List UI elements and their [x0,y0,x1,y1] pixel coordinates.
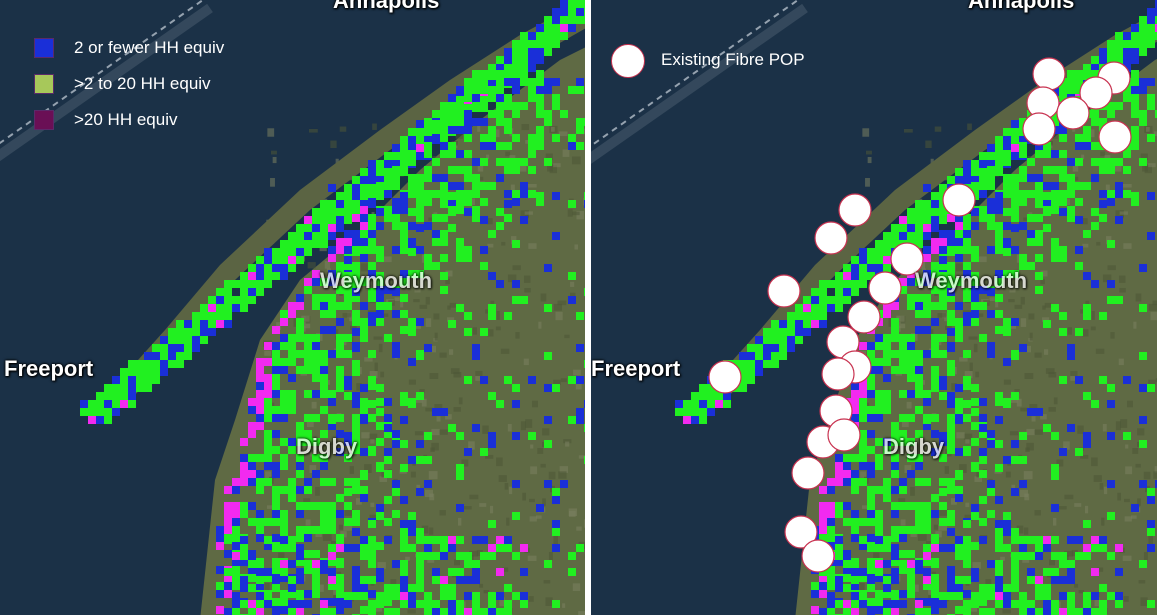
fibre-pop-legend-label: Existing Fibre POP [661,50,805,69]
place-label-annapolis: Annapolis [968,0,1075,13]
fibre-pop-marker[interactable] [708,360,742,394]
fibre-pop-marker[interactable] [1022,112,1056,146]
fibre-pop-legend-marker [611,44,645,78]
fibre-pop-marker[interactable] [814,221,848,255]
fibre-pop-marker[interactable] [791,456,825,490]
fibre-pop-marker[interactable] [801,539,835,573]
coverage-cells [675,0,1157,615]
fibre-pop-marker[interactable] [890,242,924,276]
satellite-map-right[interactable] [591,0,1157,615]
legend-label-low: 2 or fewer HH equiv [74,38,225,57]
fibre-pop-marker[interactable] [784,515,818,549]
place-label-annapolis: Annapolis [333,0,440,13]
fibre-pop-marker[interactable] [838,193,872,227]
fibre-pop-marker[interactable] [1079,76,1113,110]
place-label-weymouth: Weymouth [915,268,1028,293]
satellite-map-left[interactable] [0,0,585,615]
place-label-freeport: Freeport [4,356,94,381]
fibre-pop-marker[interactable] [1056,96,1090,130]
legend-label-mid: >2 to 20 HH equiv [74,74,211,93]
place-label-weymouth: Weymouth [320,268,433,293]
fibre-pop-marker[interactable] [767,274,801,308]
fibre-pop-marker[interactable] [942,183,976,217]
fibre-pop-marker[interactable] [1032,57,1066,91]
legend-label-high: >20 HH equiv [74,110,178,129]
place-label-digby: Digby [883,434,945,459]
legend-swatch-low [34,38,54,58]
fibre-pop-marker[interactable] [847,300,881,334]
fibre-pop-marker[interactable] [827,418,861,452]
place-label-freeport: Freeport [591,356,681,381]
fibre-pop-marker[interactable] [868,271,902,305]
fibre-pop-marker[interactable] [821,357,855,391]
fibre-pop-map-panel[interactable]: Annapolis Freeport Weymouth Digby Existi… [591,0,1157,615]
fibre-pop-marker[interactable] [1098,120,1132,154]
coverage-cells [80,0,585,615]
place-label-digby: Digby [296,434,358,459]
legend-swatch-mid [34,74,54,94]
legend-swatch-high [34,110,54,130]
coverage-map-panel[interactable]: Annapolis Freeport Weymouth Digby 2 or f… [0,0,585,615]
